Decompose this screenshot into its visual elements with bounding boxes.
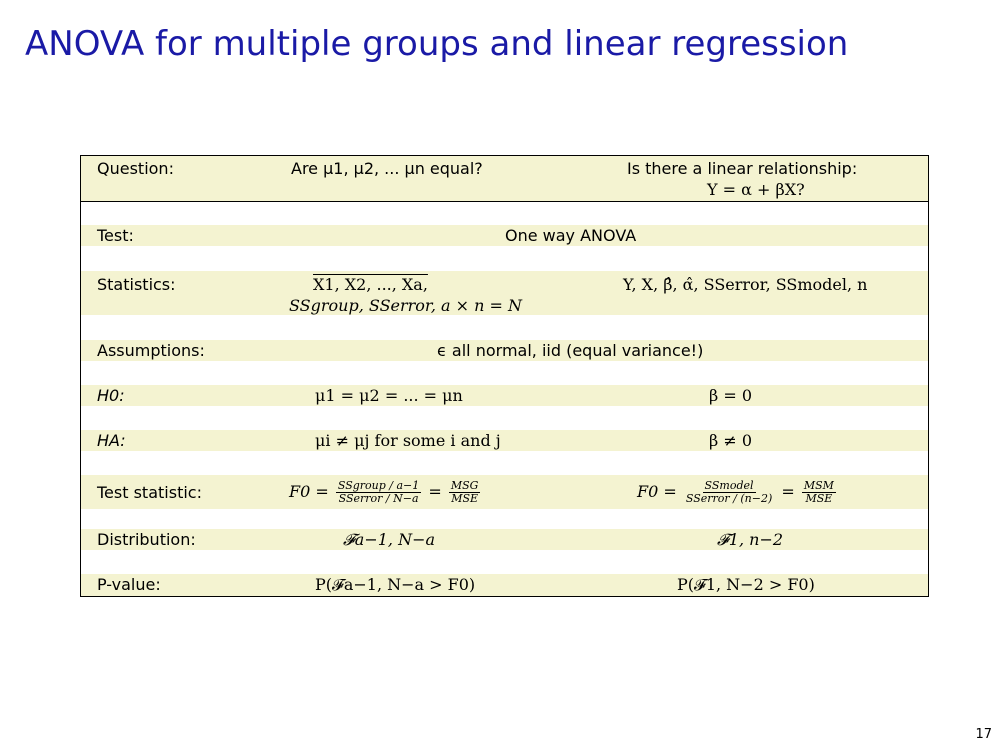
row-label-h0: H0:	[97, 386, 125, 405]
regression-frac2-numerator: MSM	[801, 479, 836, 493]
anova-test-statistic: F0 = SSgroup / a−1 SSerror / N−a = MSG M…	[289, 476, 482, 508]
regression-ha: β ≠ 0	[709, 431, 753, 450]
regression-frac1-numerator: SSmodel	[702, 479, 756, 493]
regression-frac2-denominator: MSE	[805, 492, 833, 505]
anova-frac1-denominator: SSerror / N−a	[338, 492, 419, 505]
table-row-distribution	[81, 529, 928, 550]
row-label-ha: HA:	[97, 431, 126, 450]
regression-frac1-denominator: SSerror / (n−2)	[685, 492, 773, 505]
regression-question-line2: Y = α + βX?	[707, 180, 805, 199]
table-row-statistics	[81, 271, 928, 315]
slide-title: ANOVA for multiple groups and linear reg…	[25, 24, 849, 64]
regression-fraction-2: MSM MSE	[801, 479, 836, 505]
test-both: One way ANOVA	[505, 226, 637, 245]
regression-test-statistic: F0 = SSmodel SSerror / (n−2) = MSM MSE	[637, 476, 838, 508]
anova-h0: μ1 = μ2 = ... = μn	[315, 386, 463, 405]
table-row-assumptions	[81, 340, 928, 361]
anova-fraction-1: SSgroup / a−1 SSerror / N−a	[335, 479, 422, 505]
anova-ha: μi ≠ μj for some i and j	[315, 431, 501, 450]
anova-question: Are μ1, μ2, ... μn equal?	[291, 159, 483, 178]
row-label-test-statistic: Test statistic:	[97, 483, 202, 502]
comparison-table: Question: Are μ1, μ2, ... μn equal? Is t…	[80, 155, 929, 597]
table-row-test	[81, 225, 928, 246]
table-row-test-statistic	[81, 475, 928, 509]
anova-p-value: P(𝓕a−1, N−a > F0)	[315, 575, 476, 594]
regression-h0: β = 0	[709, 386, 753, 405]
regression-fraction-1: SSmodel SSerror / (n−2)	[684, 480, 774, 505]
regression-distribution: 𝓕1, n−2	[717, 530, 784, 549]
anova-frac1-numerator: SSgroup / a−1	[335, 479, 422, 493]
row-label-assumptions: Assumptions:	[97, 341, 205, 360]
table-row-p-value	[81, 574, 928, 596]
row-label-distribution: Distribution:	[97, 530, 196, 549]
table-row-question	[81, 156, 928, 201]
row-label-test: Test:	[97, 226, 134, 245]
regression-p-value: P(𝓕1, N−2 > F0)	[677, 575, 815, 594]
anova-frac2-numerator: MSG	[448, 479, 481, 493]
anova-statistics-line2: SSgroup, SSerror, a × n = N	[289, 296, 522, 315]
regression-equals: =	[781, 482, 795, 501]
regression-statistics: Y, X, β̂, α̂, SSerror, SSmodel, n	[623, 275, 868, 294]
regression-question-line1: Is there a linear relationship:	[627, 159, 858, 178]
anova-f0-prefix: F0 =	[289, 482, 329, 501]
anova-frac2-denominator: MSE	[451, 492, 479, 505]
page-number: 17	[975, 727, 992, 742]
anova-distribution: 𝓕a−1, N−a	[343, 530, 436, 549]
anova-statistics-line1: X1, X2, ..., Xa,	[313, 275, 428, 294]
anova-equals: =	[428, 482, 442, 501]
row-label-statistics: Statistics:	[97, 275, 176, 294]
row-label-question: Question:	[97, 159, 174, 178]
header-rule	[81, 201, 928, 202]
row-label-p-value: P-value:	[97, 575, 161, 594]
anova-fraction-2: MSG MSE	[448, 479, 481, 505]
table-row-ha	[81, 430, 928, 451]
assumptions-both: ϵ all normal, iid (equal variance!)	[437, 341, 704, 360]
table-row-h0	[81, 385, 928, 406]
regression-f0-prefix: F0 =	[637, 482, 677, 501]
